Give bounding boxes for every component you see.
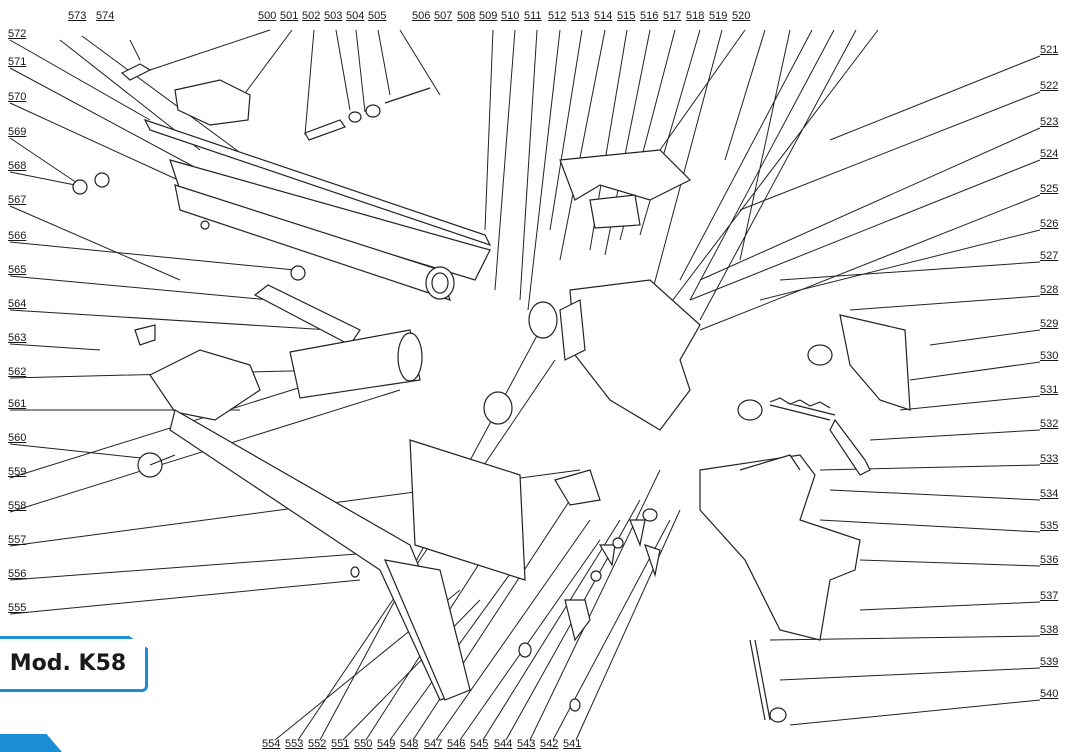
- model-label: Mod. K58: [9, 651, 127, 676]
- callout-label: 547: [424, 738, 443, 750]
- callout-label: 535: [1040, 520, 1059, 532]
- callout-label: 523: [1040, 116, 1059, 128]
- callout-label: 572: [8, 28, 27, 40]
- callout-label: 538: [1040, 624, 1059, 636]
- callout-label: 574: [96, 10, 115, 22]
- callout-label: 524: [1040, 148, 1059, 160]
- callout-label: 568: [8, 160, 27, 172]
- callout-label: 532: [1040, 418, 1059, 430]
- callout-label: 550: [354, 738, 373, 750]
- callout-label: 566: [8, 230, 27, 242]
- callout-label: 522: [1040, 80, 1059, 92]
- callout-label: 509: [479, 10, 498, 22]
- callout-label: 565: [8, 264, 27, 276]
- callout-label: 513: [571, 10, 590, 22]
- callout-label: 528: [1040, 284, 1059, 296]
- callout-label: 527: [1040, 250, 1059, 262]
- callout-label: 559: [8, 466, 27, 478]
- callout-label: 537: [1040, 590, 1059, 602]
- callout-label: 545: [470, 738, 489, 750]
- callout-label: 520: [732, 10, 751, 22]
- callout-label: 540: [1040, 688, 1059, 700]
- callout-label: 506: [412, 10, 431, 22]
- callout-label: 553: [285, 738, 304, 750]
- callout-label: 534: [1040, 488, 1059, 500]
- callout-label: 505: [368, 10, 387, 22]
- callout-label: 526: [1040, 218, 1059, 230]
- callout-label: 573: [68, 10, 87, 22]
- callout-label: 558: [8, 500, 27, 512]
- callout-label: 503: [324, 10, 343, 22]
- callout-label: 555: [8, 602, 27, 614]
- callout-label: 511: [524, 10, 542, 22]
- callout-label: 521: [1040, 44, 1059, 56]
- callout-label: 562: [8, 366, 27, 378]
- callout-label: 518: [686, 10, 705, 22]
- callout-label: 536: [1040, 554, 1059, 566]
- callout-label: 542: [540, 738, 559, 750]
- callout-label: 529: [1040, 318, 1059, 330]
- callout-label: 567: [8, 194, 27, 206]
- model-badge: Mod. K58: [0, 636, 148, 692]
- callout-label: 533: [1040, 453, 1059, 465]
- badge-tab: [0, 734, 62, 752]
- callout-label: 517: [663, 10, 682, 22]
- callout-label: 571: [8, 56, 27, 68]
- callout-label: 549: [377, 738, 396, 750]
- callout-label: 539: [1040, 656, 1059, 668]
- callout-label: 543: [517, 738, 536, 750]
- callout-label: 516: [640, 10, 659, 22]
- callout-label: 560: [8, 432, 27, 444]
- callout-label: 507: [434, 10, 453, 22]
- callout-label: 519: [709, 10, 728, 22]
- callout-label: 548: [400, 738, 419, 750]
- callout-label: 557: [8, 534, 27, 546]
- callout-label: 570: [8, 91, 27, 103]
- callout-label: 512: [548, 10, 567, 22]
- callout-label: 561: [8, 398, 27, 410]
- callout-label: 530: [1040, 350, 1059, 362]
- callout-label: 504: [346, 10, 365, 22]
- callout-label: 552: [308, 738, 327, 750]
- callout-label: 502: [302, 10, 321, 22]
- callout-label: 563: [8, 332, 27, 344]
- callout-label: 551: [331, 738, 350, 750]
- callout-label: 556: [8, 568, 27, 580]
- callout-label: 569: [8, 126, 27, 138]
- callout-label: 515: [617, 10, 636, 22]
- callout-label: 501: [280, 10, 299, 22]
- callout-label: 500: [258, 10, 277, 22]
- parts: [72, 63, 911, 723]
- callout-label: 564: [8, 298, 27, 310]
- callout-label: 554: [262, 738, 281, 750]
- callout-label: 531: [1040, 384, 1059, 396]
- callout-label: 541: [563, 738, 582, 750]
- callout-label: 508: [457, 10, 476, 22]
- callout-label: 546: [447, 738, 466, 750]
- callout-label: 510: [501, 10, 520, 22]
- callout-label: 525: [1040, 183, 1059, 195]
- callout-label: 544: [494, 738, 513, 750]
- callout-label: 514: [594, 10, 613, 22]
